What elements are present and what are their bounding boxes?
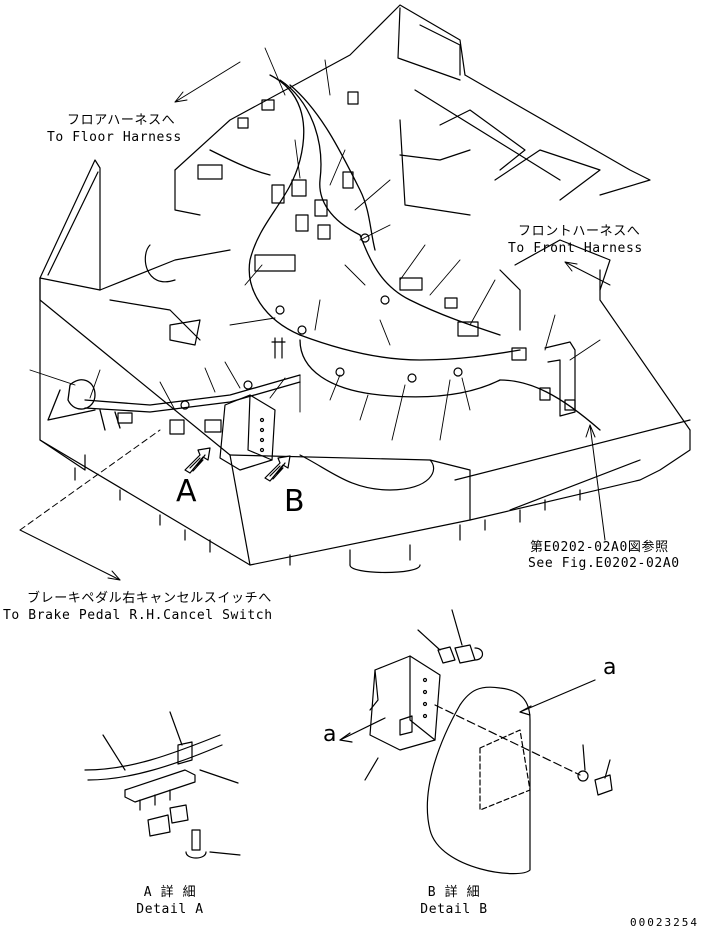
view-arrow-a	[184, 447, 211, 474]
floor-harness-label-jp: フロアハーネスへ	[67, 113, 176, 128]
view-arrow-b	[264, 455, 291, 482]
floor-harness-label-en: To Floor Harness	[47, 130, 182, 145]
callout-arrows	[19, 61, 611, 581]
view-letter-a: A	[176, 474, 197, 509]
relay-box	[219, 394, 276, 471]
detail-b-drawing	[339, 609, 613, 875]
drawing-number: 00023254	[630, 916, 699, 929]
view-letter-b: B	[284, 484, 305, 519]
leader-lines	[29, 47, 601, 441]
detail-a-drawing	[84, 711, 241, 859]
brake-pedal-label-jp: ブレーキペダル右キャンセルスイッチへ	[27, 591, 272, 606]
front-harness-label-jp: フロントハーネスへ	[518, 224, 641, 239]
detail-b-title-jp: B 詳 細	[427, 885, 481, 900]
section-arrow-a-right: a	[603, 655, 617, 680]
connectors	[117, 91, 576, 435]
see-fig-label-jp: 第E0202-02A0図参照	[530, 540, 669, 555]
clamps	[180, 233, 463, 410]
machine-body-outline	[39, 4, 691, 566]
see-fig-label-en: See Fig.E0202-02A0	[528, 556, 680, 571]
detail-a-title-jp: A 詳 細	[143, 885, 197, 900]
section-arrow-a-left: a	[323, 722, 337, 747]
bolts	[271, 337, 421, 574]
detail-a-title-en: Detail A	[136, 902, 204, 917]
front-harness-label-en: To Front Harness	[508, 241, 643, 256]
bracket	[544, 341, 576, 417]
brake-pedal-label-en: To Brake Pedal R.H.Cancel Switch	[3, 608, 273, 623]
wire-harness	[47, 74, 601, 431]
detail-b-title-en: Detail B	[420, 902, 488, 917]
